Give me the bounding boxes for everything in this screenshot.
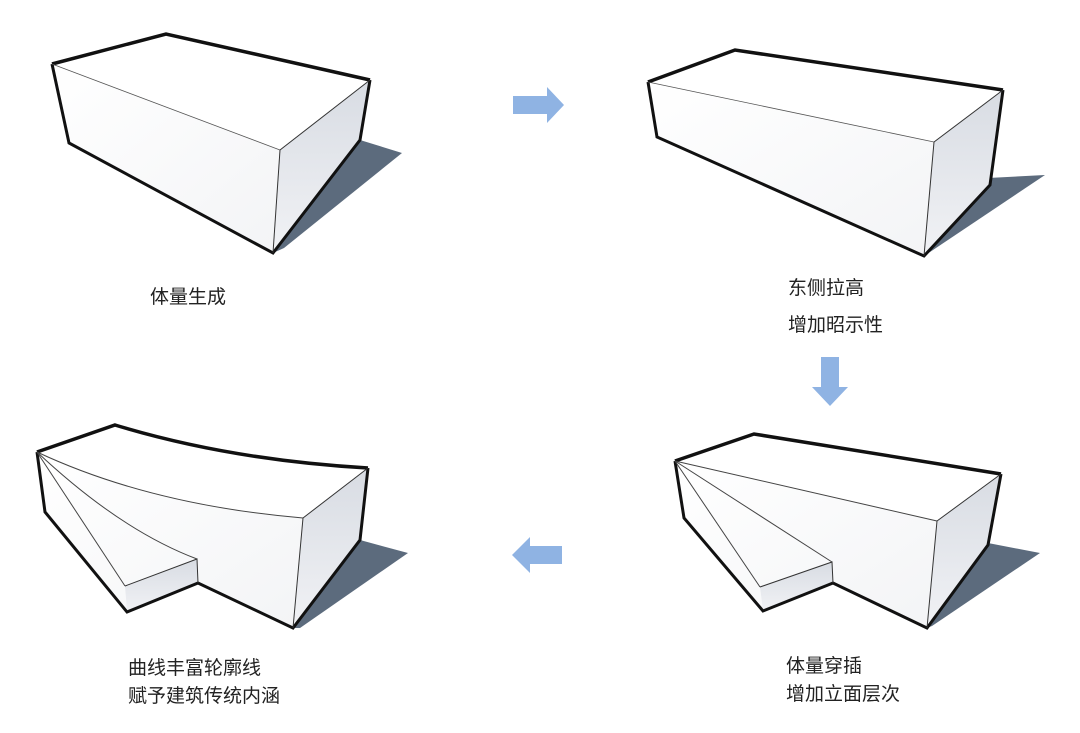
front-face bbox=[52, 64, 280, 253]
caption-line: 曲线丰富轮廓线 bbox=[128, 657, 262, 679]
shadow bbox=[927, 543, 1040, 628]
caption-line: 体量穿插 bbox=[786, 655, 863, 677]
step-2-caption: 东侧拉高 增加昭示性 bbox=[788, 270, 883, 344]
side-face bbox=[273, 80, 370, 253]
caption-line: 增加立面层次 bbox=[786, 683, 901, 705]
front-face bbox=[648, 82, 934, 256]
caption-line: 赋予建筑传统内涵 bbox=[128, 685, 281, 707]
arrow-left-icon bbox=[512, 537, 562, 573]
step-4-caption: 曲线丰富轮廓线 赋予建筑传统内涵 bbox=[128, 654, 280, 710]
side-face bbox=[924, 90, 1003, 256]
top-face bbox=[648, 50, 1003, 142]
side-face bbox=[927, 474, 1001, 628]
step-2-box bbox=[646, 48, 1045, 258]
step-4-box bbox=[35, 423, 408, 630]
caption-line: 东侧拉高 bbox=[788, 277, 865, 299]
top-face bbox=[675, 434, 1001, 521]
arrow-down-icon bbox=[812, 357, 848, 406]
shadow bbox=[293, 540, 408, 628]
front-face bbox=[37, 452, 303, 628]
arrow-right-icon bbox=[513, 87, 564, 123]
step-1-caption: 体量生成 bbox=[150, 283, 226, 311]
top-face bbox=[37, 425, 368, 518]
step-3-box bbox=[673, 432, 1040, 630]
wing-front bbox=[760, 562, 833, 611]
step-3-caption: 体量穿插 增加立面层次 bbox=[786, 652, 900, 708]
side-face bbox=[293, 468, 368, 628]
shadow bbox=[273, 140, 402, 253]
caption-line: 体量生成 bbox=[150, 286, 227, 308]
step-1-box bbox=[50, 32, 402, 255]
shadow bbox=[924, 175, 1045, 256]
wing-front bbox=[125, 559, 198, 612]
caption-line: 增加昭示性 bbox=[788, 314, 884, 336]
